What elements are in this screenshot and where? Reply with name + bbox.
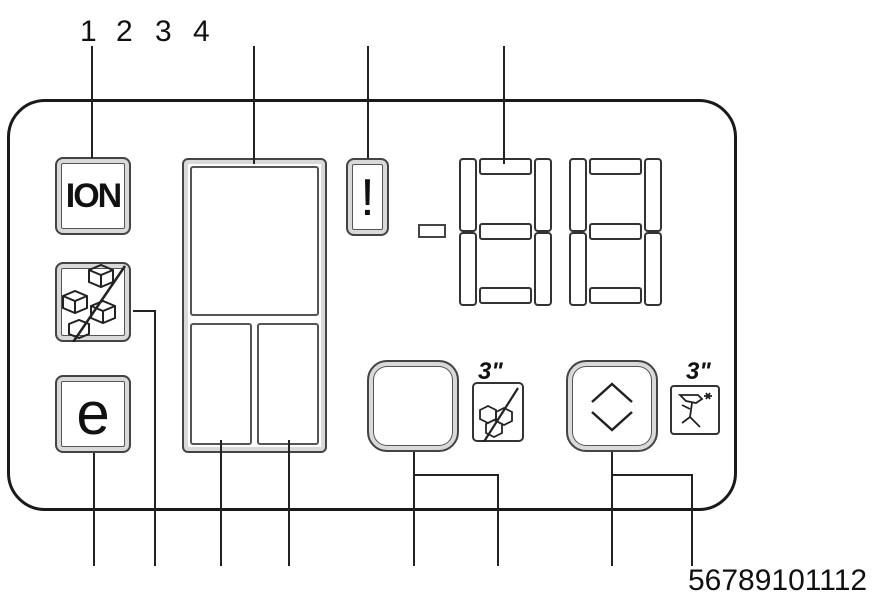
mode-display-top (190, 166, 319, 316)
child-lock-timer-icon (677, 392, 712, 428)
digit-1 (459, 158, 552, 306)
callout-bottom-numbers: 56789101112 (688, 564, 868, 597)
callout-1: 1 (80, 15, 97, 48)
leader-line-11 (611, 452, 613, 566)
leader-line-12 (691, 474, 693, 566)
ice-blocked-icon (62, 263, 127, 342)
ice-off-button[interactable] (55, 262, 131, 342)
callout-4: 4 (193, 15, 210, 48)
warning-icon: ! (360, 169, 375, 227)
arrows-icon (591, 382, 633, 432)
leader-line-10 (497, 474, 499, 566)
child-lock-timer-indicator (670, 385, 720, 435)
leader-line-3 (367, 46, 369, 158)
callout-3: 3 (155, 15, 172, 48)
energy-button[interactable]: e (55, 375, 131, 453)
callout-2: 2 (116, 15, 133, 48)
warning-indicator: ! (346, 158, 389, 236)
leader-line-10-h (413, 474, 499, 476)
leader-line-12-h (611, 474, 693, 476)
arrows-button[interactable] (566, 360, 658, 452)
leader-line-6-h (133, 310, 156, 312)
leader-line-5 (93, 453, 95, 566)
leader-line-8 (288, 440, 290, 566)
ice-timer-indicator (472, 382, 524, 442)
leader-line-4 (503, 46, 505, 164)
ion-button[interactable]: ION (55, 157, 131, 235)
ice-timer-label: 3" (478, 358, 503, 385)
child-lock-timer-label: 3" (686, 358, 711, 385)
leader-line-9 (413, 452, 415, 566)
energy-icon: e (76, 380, 110, 447)
leader-line-7 (220, 440, 222, 566)
leader-line-1 (91, 46, 93, 158)
ion-icon: ION (65, 177, 122, 215)
ice-timer-icon (479, 387, 519, 442)
leader-line-6 (154, 312, 156, 566)
minus-segment: - (418, 224, 446, 238)
digit-2 (569, 158, 662, 306)
ice-off-timer-button[interactable] (367, 360, 459, 452)
leader-line-2 (253, 46, 255, 164)
control-panel (7, 99, 737, 511)
